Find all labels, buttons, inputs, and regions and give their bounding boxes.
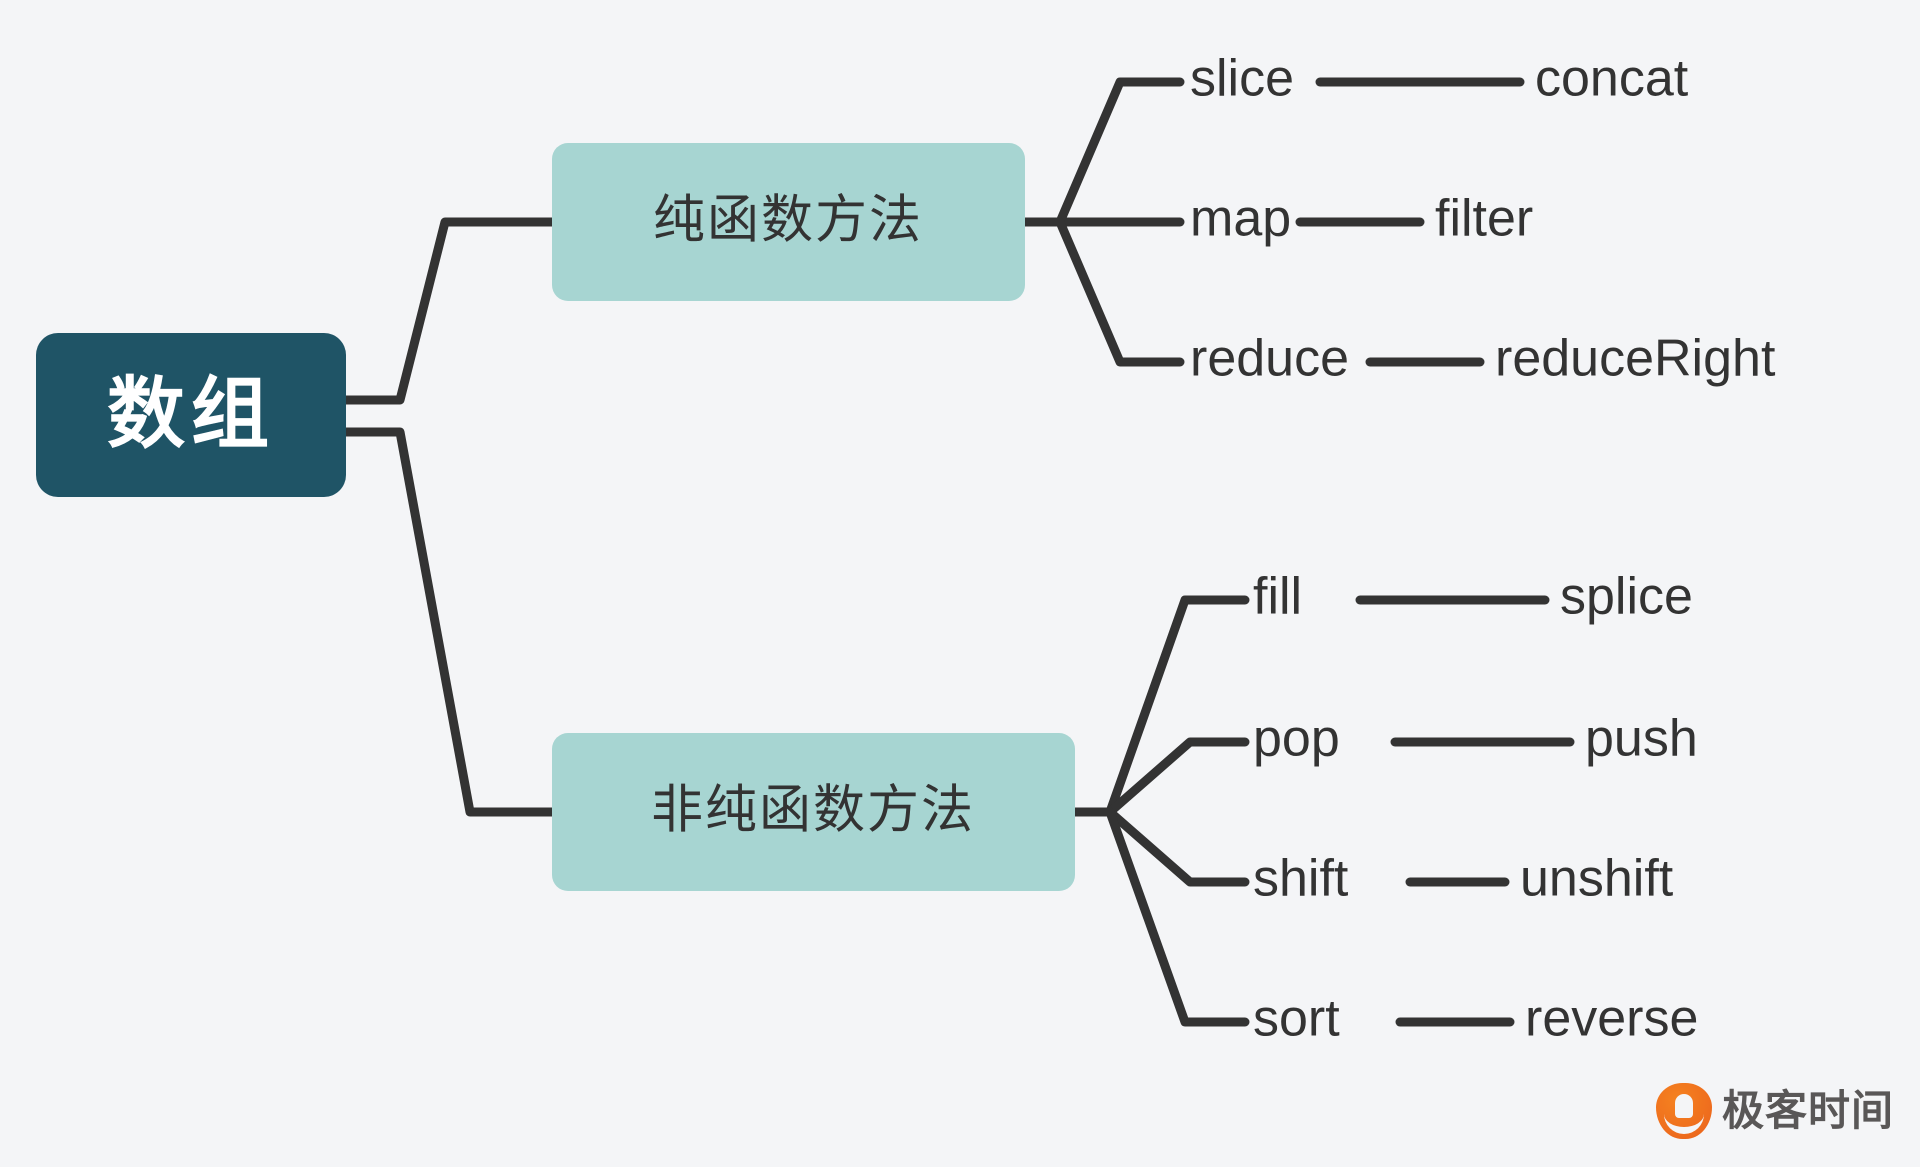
leaf-unshift[interactable]: unshift bbox=[1520, 850, 1674, 908]
node-branch-pure-label: 纯函数方法 bbox=[653, 192, 923, 250]
leaf-splice[interactable]: splice bbox=[1560, 568, 1693, 626]
brand-watermark: 极客时间 bbox=[1655, 1083, 1894, 1139]
leaf-slice[interactable]: slice bbox=[1190, 50, 1294, 108]
leaf-map[interactable]: map bbox=[1190, 190, 1291, 248]
node-root-box bbox=[36, 333, 346, 497]
leaf-filter[interactable]: filter bbox=[1435, 190, 1533, 248]
leaf-concat[interactable]: concat bbox=[1535, 50, 1689, 108]
edge-branch-impure-to-leaf-0 bbox=[1070, 595, 1250, 817]
edge-branch-impure-to-leaf-2 bbox=[1070, 807, 1250, 887]
edge-root-to-branch-impure bbox=[340, 427, 557, 817]
edge-branch-impure-to-leaf-3 bbox=[1070, 807, 1250, 1027]
node-branch-pure-box bbox=[552, 143, 1025, 301]
edge-root-to-branch-pure bbox=[340, 217, 557, 405]
geektime-drop-smile bbox=[1663, 1111, 1704, 1134]
node-branch-impure[interactable]: 非纯函数方法 bbox=[552, 733, 1075, 891]
leaf-sort[interactable]: sort bbox=[1253, 990, 1340, 1048]
edge-branch-pure-to-leaf-2 bbox=[1020, 217, 1185, 367]
brand-wordmark: 极客时间 bbox=[1721, 1086, 1894, 1135]
leaf-pop[interactable]: pop bbox=[1253, 710, 1340, 768]
leaf-shift[interactable]: shift bbox=[1253, 850, 1349, 908]
node-root-label: 数组 bbox=[107, 370, 275, 458]
node-branch-impure-box bbox=[552, 733, 1075, 891]
leaf-reverse[interactable]: reverse bbox=[1525, 990, 1698, 1048]
edge-branch-impure-to-leaf-1 bbox=[1070, 737, 1250, 817]
node-root[interactable]: 数组 bbox=[36, 333, 346, 497]
leaf-reduceright[interactable]: reduceRight bbox=[1495, 330, 1776, 388]
leaf-reduce[interactable]: reduce bbox=[1190, 330, 1349, 388]
edge-branch-pure-to-leaf-0 bbox=[1020, 77, 1185, 227]
node-branch-pure[interactable]: 纯函数方法 bbox=[552, 143, 1025, 301]
node-branch-impure-label: 非纯函数方法 bbox=[651, 782, 975, 840]
leaf-fill[interactable]: fill bbox=[1253, 568, 1302, 626]
leaf-push[interactable]: push bbox=[1585, 710, 1698, 768]
geektime-drop-icon bbox=[1655, 1083, 1712, 1139]
